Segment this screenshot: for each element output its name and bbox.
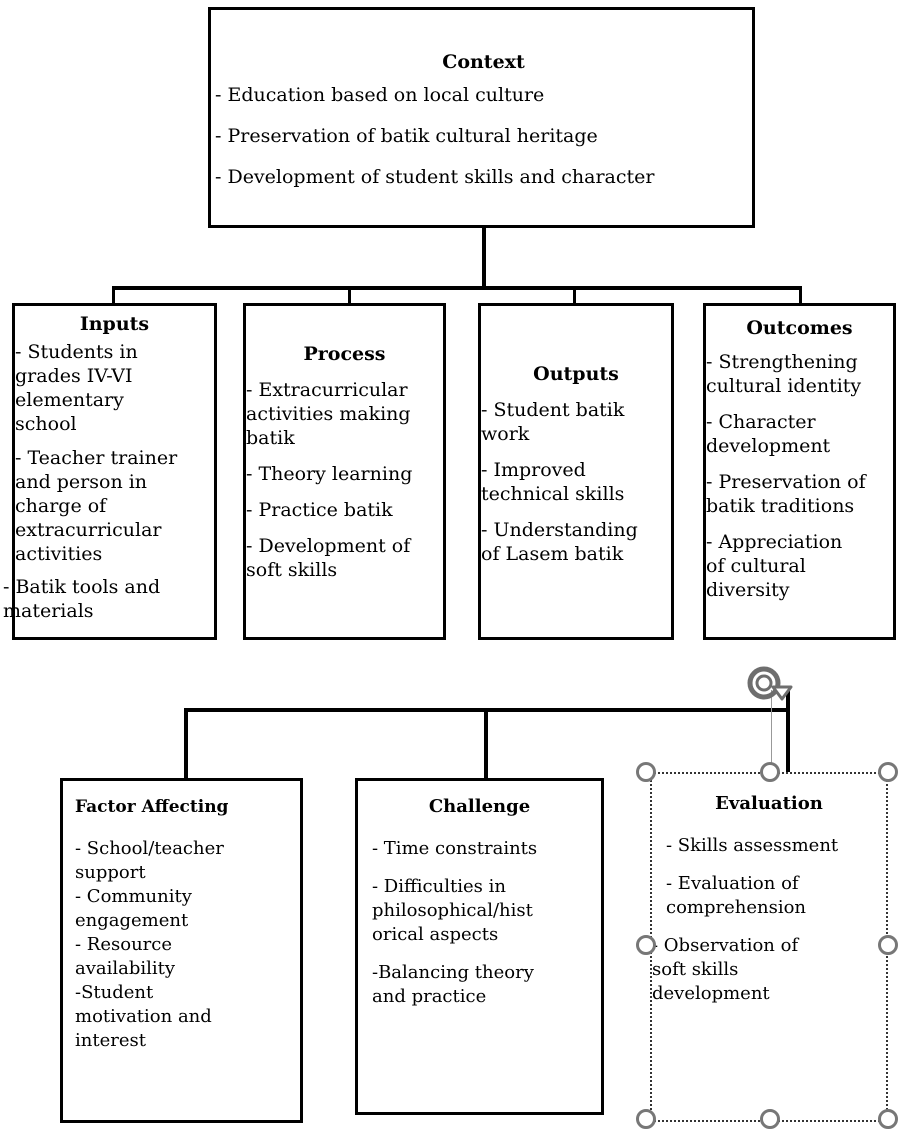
factor-affecting-item: - Resource availability xyxy=(75,934,176,979)
outputs-item: - Understanding of Lasem batik xyxy=(481,519,638,565)
connector-process xyxy=(348,286,351,303)
selection-handle-bottom-right[interactable] xyxy=(878,1109,898,1129)
connector-top-bus xyxy=(112,286,802,290)
context-box: Context - Education based on local cultu… xyxy=(208,7,755,228)
evaluation-item: - Observation of soft skills development xyxy=(652,935,799,1004)
selection-handle-middle-left[interactable] xyxy=(636,935,656,955)
context-item: - Education based on local culture xyxy=(215,84,545,106)
outputs-box: Outputs - Student batik work - Improved … xyxy=(478,303,674,640)
inputs-item: - Batik tools and materials xyxy=(3,576,161,622)
inputs-item: - Teacher trainer and person in charge o… xyxy=(15,447,178,565)
selection-handle-bottom-left[interactable] xyxy=(636,1109,656,1129)
connector-outcomes xyxy=(799,286,802,303)
inputs-item: - Students in grades IV-VI elementary sc… xyxy=(15,341,138,435)
selection-handle-middle-right[interactable] xyxy=(878,935,898,955)
rotate-icon[interactable] xyxy=(742,663,800,707)
outcomes-item: - Strengthening cultural identity xyxy=(706,351,862,397)
process-item: - Practice batik xyxy=(246,499,393,521)
inputs-box: Inputs - Students in grades IV-VI elemen… xyxy=(3,303,217,640)
context-item: - Preservation of batik cultural heritag… xyxy=(215,125,598,147)
factor-affecting-title: Factor Affecting xyxy=(75,797,229,817)
selection-handle-top-left[interactable] xyxy=(636,762,656,782)
context-item: - Development of student skills and char… xyxy=(215,166,655,188)
outcomes-box: Outcomes - Strengthening cultural identi… xyxy=(703,303,896,640)
connector-factor xyxy=(184,708,188,778)
connector-inputs xyxy=(112,286,115,303)
challenge-item: - Difficulties in philosophical/hist ori… xyxy=(372,876,533,945)
selection-handle-top-right[interactable] xyxy=(878,762,898,782)
challenge-item: -Balancing theory and practice xyxy=(372,962,534,1007)
challenge-title: Challenge xyxy=(428,796,531,817)
process-item: - Extracurricular activities making bati… xyxy=(246,379,411,449)
factor-affecting-box: Factor Affecting - School/teacher suppor… xyxy=(60,778,303,1123)
evaluation-box[interactable]: Evaluation - Skills assessment - Evaluat… xyxy=(650,772,888,1122)
outputs-title: Outputs xyxy=(533,363,619,385)
process-box: Process - Extracurricular activities mak… xyxy=(243,303,446,640)
rotate-guide-line xyxy=(771,690,772,772)
evaluation-item: - Evaluation of comprehension xyxy=(666,873,807,918)
connector-challenge xyxy=(484,708,488,778)
challenge-box: Challenge - Time constraints - Difficult… xyxy=(355,778,604,1115)
evaluation-item: - Skills assessment xyxy=(666,835,839,856)
selection-handle-top-middle[interactable] xyxy=(760,762,780,782)
process-title: Process xyxy=(303,343,386,365)
inputs-title: Inputs xyxy=(79,313,150,335)
outcomes-item: - Character development xyxy=(706,411,831,457)
context-title: Context xyxy=(442,51,525,73)
challenge-item: - Time constraints xyxy=(372,838,538,859)
connector-outputs xyxy=(573,286,576,303)
outputs-item: - Student batik work xyxy=(481,399,625,445)
process-item: - Theory learning xyxy=(246,463,413,485)
outcomes-title: Outcomes xyxy=(746,317,853,339)
process-item: - Development of soft skills xyxy=(246,535,411,581)
connector-context-down xyxy=(482,228,486,288)
evaluation-title: Evaluation xyxy=(715,793,823,814)
connector-outcomes-down xyxy=(786,690,790,772)
outcomes-item: - Preservation of batik traditions xyxy=(706,471,866,517)
outcomes-item: - Appreciation of cultural diversity xyxy=(706,531,843,601)
factor-affecting-item: - School/teacher support xyxy=(75,838,224,883)
selection-handle-bottom-middle[interactable] xyxy=(760,1109,780,1129)
outputs-item: - Improved technical skills xyxy=(481,459,625,505)
factor-affecting-item: -Student motivation and interest xyxy=(75,982,212,1051)
factor-affecting-item: - Community engagement xyxy=(75,886,192,931)
